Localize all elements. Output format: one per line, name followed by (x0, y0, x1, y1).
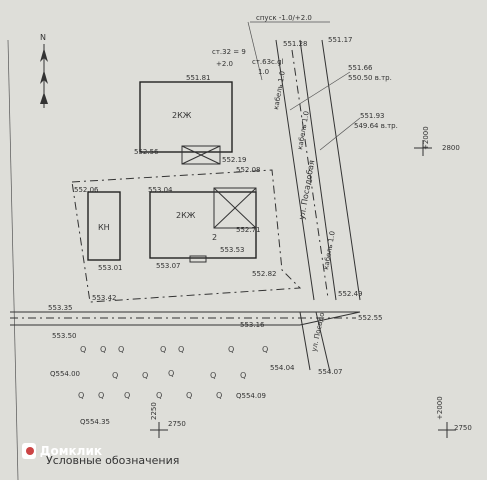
svg-text:Q: Q (124, 391, 130, 400)
label-h553-50: 553.50 (52, 332, 77, 340)
label-st32: ст.32 = 9 (212, 48, 246, 56)
label-h554-35: Q554.35 (80, 418, 110, 426)
label-st63: ст.63с.gl (252, 58, 284, 66)
label-h549-64: 549.64 в.тр. (354, 122, 398, 130)
leader-line (319, 117, 361, 151)
svg-text:Q: Q (216, 391, 222, 400)
svg-text:Q: Q (112, 371, 118, 380)
label-h552-71: 552.71 (236, 226, 261, 234)
frame-line (7, 39, 19, 480)
porch-upper (181, 145, 221, 165)
label-h551-81: 551.81 (186, 74, 211, 82)
svg-text:Q: Q (240, 371, 246, 380)
brand-logo: Домклик (22, 440, 102, 462)
svg-text:Q: Q (210, 371, 216, 380)
label-h551-93: 551.93 (360, 112, 385, 120)
label-h553-53: 553.53 (220, 246, 245, 254)
shed-kn (87, 191, 121, 261)
label-h553-01: 553.01 (98, 264, 123, 272)
house-upper (139, 81, 233, 153)
label-h552-55: 552.55 (358, 314, 383, 322)
svg-text:Q: Q (142, 371, 148, 380)
label-coord-2000b: +2000 (436, 396, 444, 420)
label-h554-09: Q554.09 (236, 392, 266, 400)
trees: Q Q Q Q Q Q Q Q Q Q Q Q Q Q Q Q Q Q (78, 345, 268, 400)
street-lines (10, 311, 361, 373)
north-arrow-icon: N (40, 33, 48, 108)
label-h554-07: 554.07 (318, 368, 343, 376)
svg-text:Q: Q (262, 345, 268, 354)
legend-title: Условные обозначения (46, 454, 180, 467)
label-house-main: 2КЖ (176, 211, 196, 220)
road-lines (247, 21, 361, 301)
label-coord-2800: 2800 (442, 144, 460, 152)
label-h551-17: 551.17 (328, 36, 353, 44)
svg-text:Q: Q (168, 369, 174, 378)
label-h552-49: 552.49 (338, 290, 363, 298)
label-h551-66: 551.66 (348, 64, 373, 72)
label-h553-42: 553.42 (92, 294, 117, 302)
label-coord-2000a: +2000 (422, 126, 430, 150)
brand-mark-icon (22, 443, 36, 459)
label-h553-35: 553.35 (48, 304, 73, 312)
label-h552-08: 552.08 (236, 166, 261, 174)
svg-text:Q: Q (98, 391, 104, 400)
label-h554-04: 554.04 (270, 364, 295, 372)
svg-text:Q: Q (118, 345, 124, 354)
svg-text:Q: Q (228, 345, 234, 354)
svg-text:Q: Q (80, 345, 86, 354)
label-h553-04: 553.04 (148, 186, 173, 194)
label-st32b: +2.0 (216, 60, 233, 68)
label-shed: КН (98, 223, 110, 232)
leader-line (289, 71, 351, 111)
svg-text:Q: Q (160, 345, 166, 354)
grid-crosses (150, 140, 456, 438)
label-h552-19: 552.19 (222, 156, 247, 164)
label-h552-82: 552.82 (252, 270, 277, 278)
svg-text:Q: Q (186, 391, 192, 400)
label-two: 2 (212, 233, 217, 242)
lot-boundary (71, 169, 302, 303)
label-slope: спуск -1.0/+2.0 (256, 14, 312, 22)
label-h550-50: 550.50 в.тр. (348, 74, 392, 82)
label-h553-16: 553.16 (240, 321, 265, 329)
label-h552-06: 552.06 (74, 186, 99, 194)
label-house-upper: 2КЖ (172, 111, 192, 120)
label-coord-2750a: 2750 (168, 420, 186, 428)
label-coord-2750b: 2750 (454, 424, 472, 432)
label-h551-28: 551.28 (283, 40, 308, 48)
label-h553-07: 553.07 (156, 262, 181, 270)
label-h554-00: Q554.00 (50, 370, 80, 378)
svg-text:Q: Q (156, 391, 162, 400)
label-coord-2250: 2250 (150, 402, 158, 420)
svg-text:Q: Q (78, 391, 84, 400)
svg-text:N: N (40, 33, 46, 42)
brand-text: Домклик (39, 444, 102, 458)
svg-text:Q: Q (100, 345, 106, 354)
svg-text:Q: Q (178, 345, 184, 354)
label-st63b: 1.0 (258, 68, 269, 76)
label-h552-56: 552.56 (134, 148, 159, 156)
